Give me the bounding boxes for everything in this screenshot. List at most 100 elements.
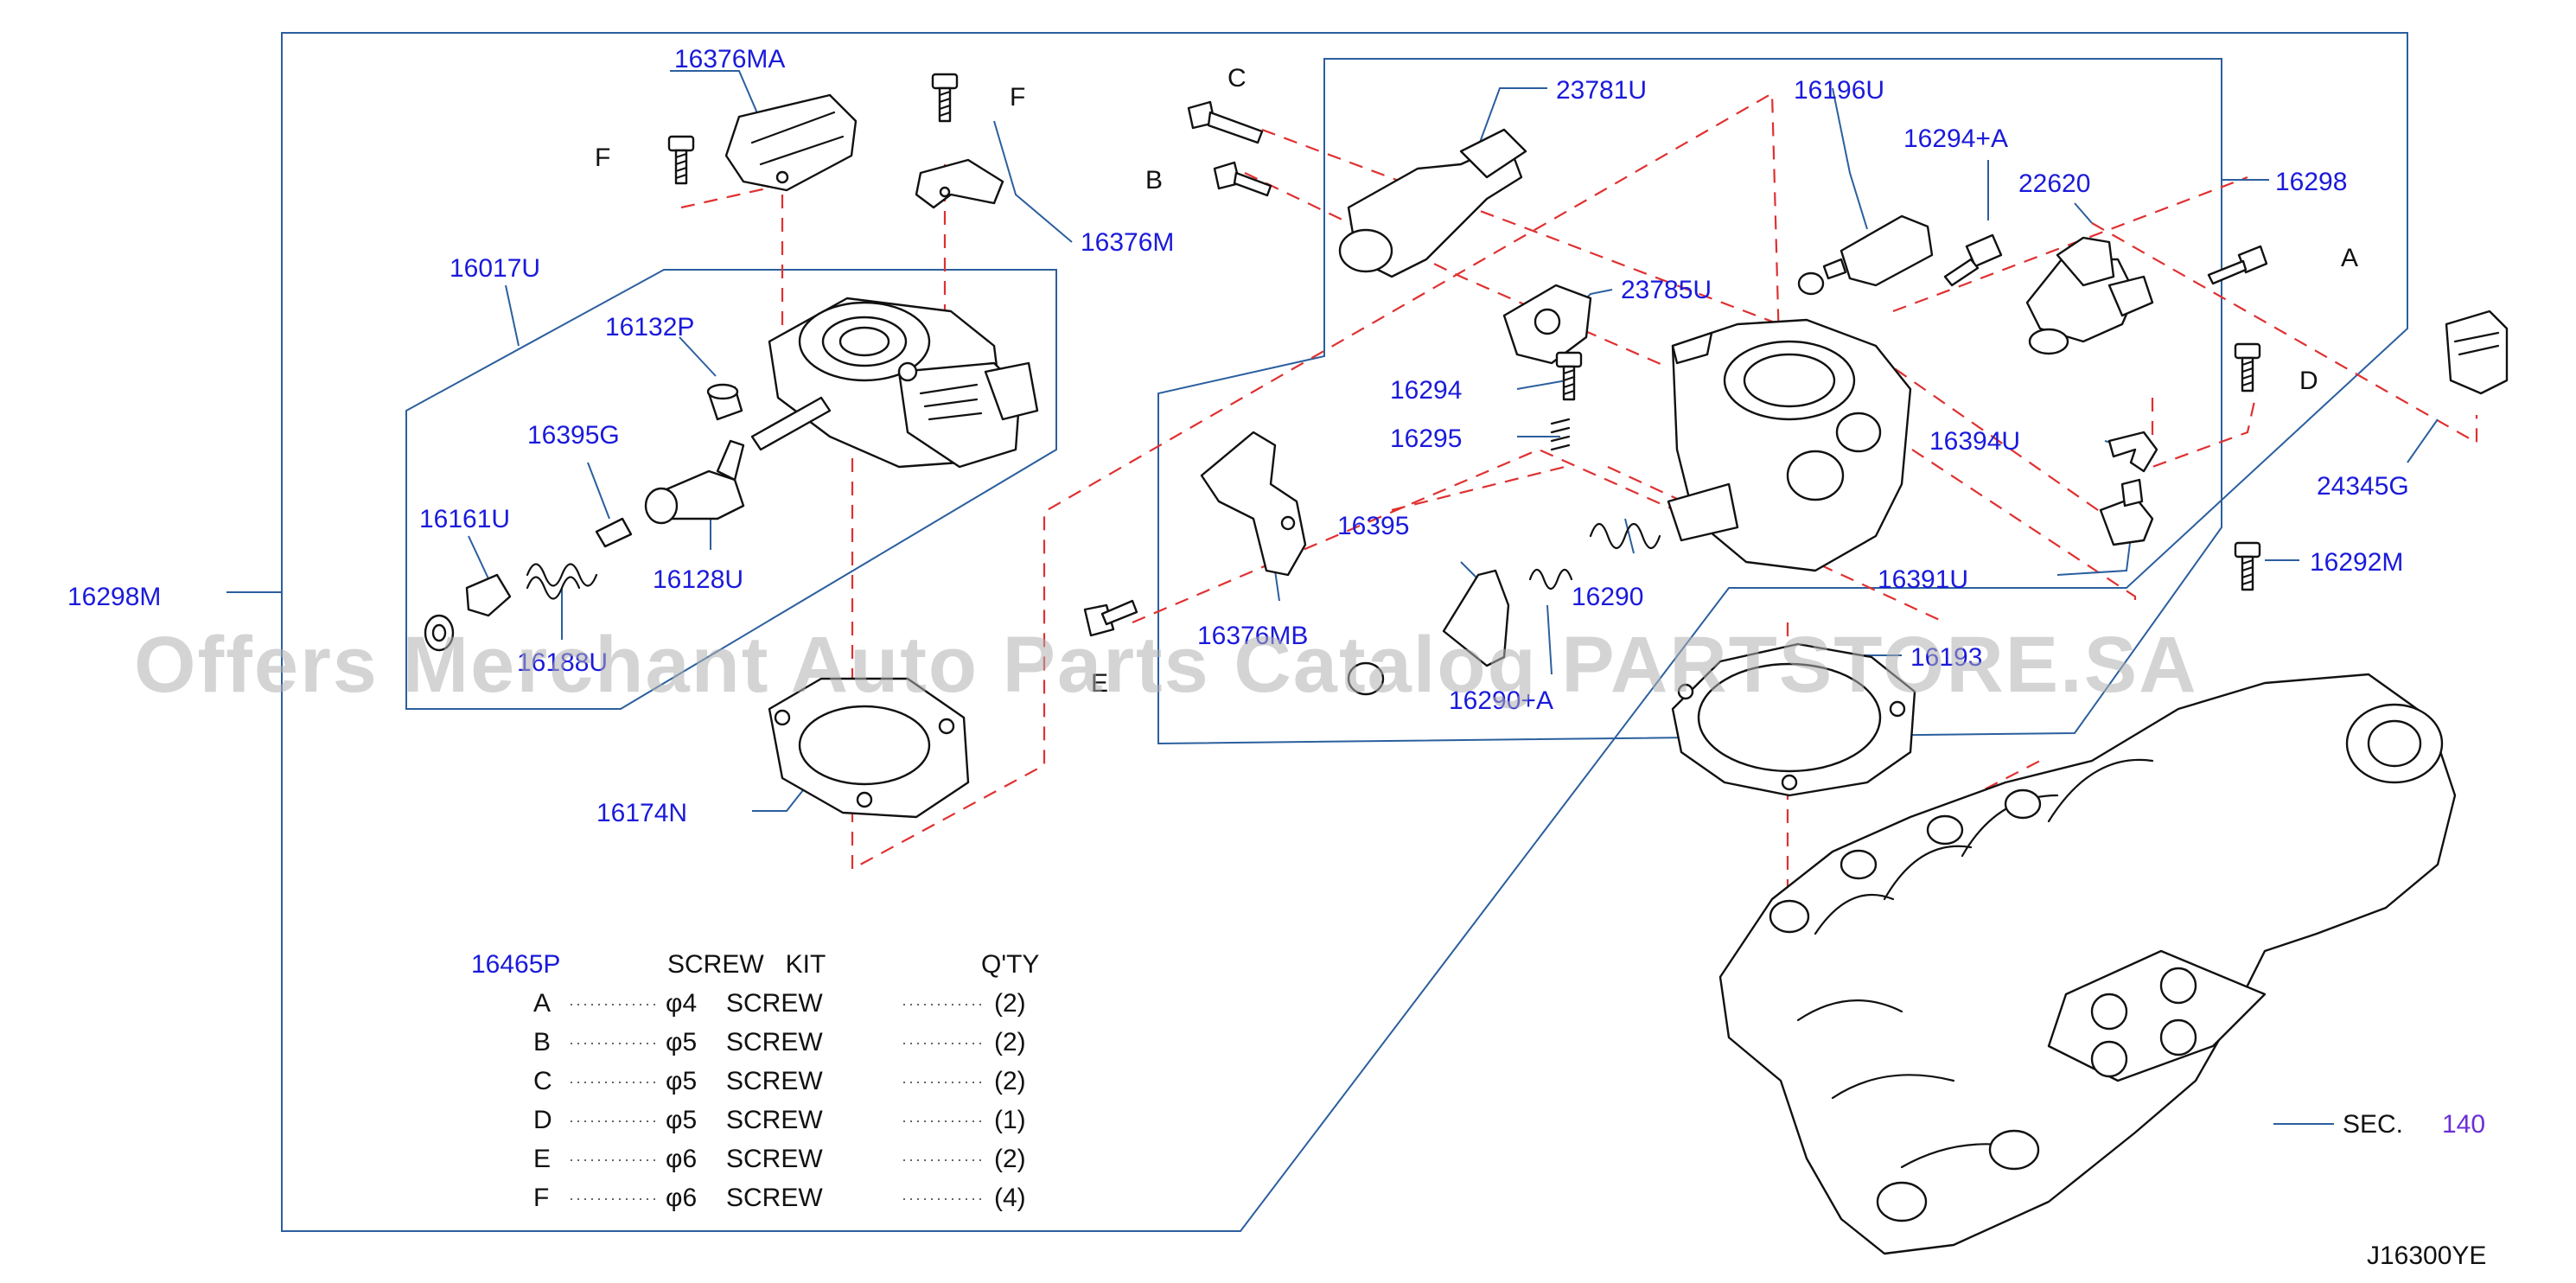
label-16294[interactable]: 16294 [1390,376,1462,405]
screw-kit-part-number[interactable]: 16465P [471,950,560,979]
screw-kit-size: φ6 [666,1145,697,1173]
screw-F-left [667,135,695,185]
screw-kit-size: φ5 [666,1067,697,1095]
screw-kit-qty: (4) [994,1184,1026,1212]
section-number[interactable]: 140 [2442,1110,2485,1139]
letter-B: B [1145,166,1163,195]
label-16132P[interactable]: 16132P [605,313,694,341]
label-24345G[interactable]: 24345G [2317,472,2409,501]
gasket-23785U [1502,284,1592,365]
letter-F-left: F [595,144,610,172]
throttle-body-16017U [750,297,1039,469]
screw-C [1187,100,1264,144]
spring-16290 [1589,522,1661,550]
label-16017U[interactable]: 16017U [450,254,540,283]
sensor-16196U [1797,214,1934,296]
spring-16290A [1528,568,1573,590]
screw-kit-size: φ5 [666,1028,697,1056]
screw-kit-letter: B [533,1028,551,1056]
gasket-16174N [768,677,970,819]
throttle-chamber [1667,318,1912,572]
letter-E: E [1091,669,1108,698]
label-16292M[interactable]: 16292M [2310,548,2403,577]
screw-D [2234,342,2261,393]
label-16298[interactable]: 16298 [2275,168,2347,196]
screw-16294A [1943,233,2003,287]
label-23781U[interactable]: 23781U [1556,76,1647,105]
label-22620[interactable]: 22620 [2018,169,2090,198]
label-16161U[interactable]: 16161U [419,505,510,533]
screw-kit-type: SCREW [726,989,823,1018]
screw-16292M [2234,541,2261,591]
label-16298M[interactable]: 16298M [67,583,161,611]
screw-kit-qty-header: Q'TY [981,950,1039,979]
screw-kit-type: SCREW [726,1028,823,1056]
assembly-frames [226,32,2408,1232]
screw-kit-type: SCREW [726,1106,823,1134]
part-16128U [644,439,745,525]
screw-A-right [2207,245,2268,285]
screw-kit-letter: C [533,1067,552,1095]
screw-kit-letter: A [533,989,551,1018]
screw-B [1213,161,1272,197]
section-prefix: SEC. [2343,1110,2403,1139]
switch-16391U [2099,478,2154,546]
screw-kit-letter: E [533,1145,551,1173]
screw-kit-type: SCREW [726,1145,823,1173]
bracket-16376MB [1200,431,1307,577]
screw-letters: F F C B A D E [595,64,2358,698]
connector-24345G [2445,310,2509,395]
screw-kit-type: SCREW [726,1067,823,1095]
label-16376MB[interactable]: 16376MB [1197,622,1308,650]
screw-E [1083,599,1138,637]
intake-manifold [1718,673,2457,1255]
watermark: Offers Merchant Auto Parts Catalog PARTS… [134,621,2198,709]
label-16294A[interactable]: 16294+A [1903,124,2008,153]
screw-kit-letter: F [533,1184,549,1212]
label-16376M[interactable]: 16376M [1081,228,1174,257]
valve-23781U [1338,128,1527,278]
label-16394U[interactable]: 16394U [1929,427,2020,456]
screw-kit-size: φ6 [666,1184,697,1212]
label-16376MA[interactable]: 16376MA [674,45,785,73]
screw-kit-qty: (2) [994,1028,1026,1056]
part-labels: 16376MA 16376M 16017U 16132P 16395G 1616… [67,45,2409,827]
screw-kit-qty: (1) [994,1106,1026,1134]
label-16174N[interactable]: 16174N [596,799,687,827]
screw-kit-qty: (2) [994,989,1026,1018]
screw-kit-qty: (2) [994,1067,1026,1095]
clip-16394U [2107,431,2158,473]
section-reference: SEC. 140 [2343,1110,2485,1139]
label-16196U[interactable]: 16196U [1794,76,1884,105]
screw-kit-size: φ5 [666,1106,697,1134]
label-16290[interactable]: 16290 [1572,583,1643,611]
label-16391U[interactable]: 16391U [1878,565,1968,594]
part-16132P [706,383,743,421]
diaphragm-16395 [1347,569,1510,696]
bracket-16376M [915,158,1004,209]
gasket-16193 [1671,642,1916,797]
label-16128U[interactable]: 16128U [653,565,743,594]
spring-16188U [526,563,598,600]
diagram-code: J16300YE [2367,1242,2486,1270]
part-16161U [424,573,512,652]
label-23785U[interactable]: 23785U [1621,276,1712,304]
label-16295[interactable]: 16295 [1390,424,1462,453]
part-16395G [595,517,633,548]
screw-kit-size: φ4 [666,989,697,1018]
label-16395G[interactable]: 16395G [527,421,620,450]
label-16395[interactable]: 16395 [1337,512,1409,540]
label-16290A[interactable]: 16290+A [1449,686,1553,715]
label-16188U[interactable]: 16188U [517,648,608,677]
label-16193[interactable]: 16193 [1910,643,1982,672]
screw-F-right [931,73,959,123]
spring-16295 [1550,418,1571,451]
